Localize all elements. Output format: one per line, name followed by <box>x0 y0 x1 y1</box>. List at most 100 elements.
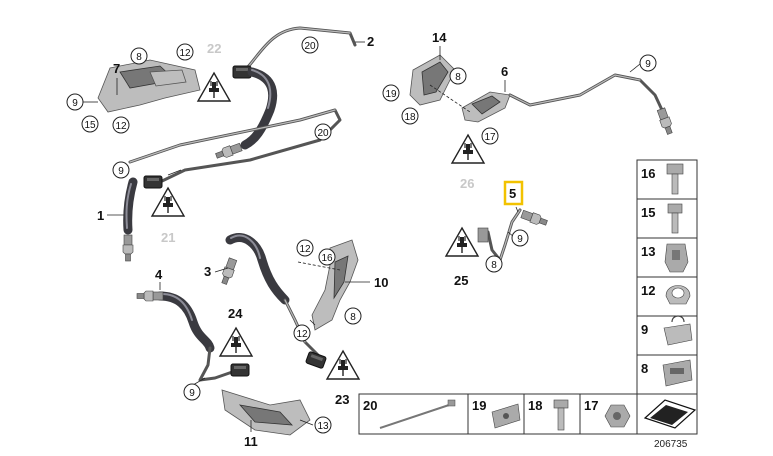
plug-warning-icon-21 <box>151 187 185 217</box>
bracket-7-clip <box>149 69 187 87</box>
table-label-13: 13 <box>641 244 655 259</box>
callout-12b: 12 <box>115 121 127 132</box>
callout-circle-20b <box>314 123 332 141</box>
part-label-5: 5 <box>509 186 516 201</box>
part-label-2: 2 <box>367 34 374 49</box>
callout-circle-8d <box>485 255 503 273</box>
sensor-part-1 <box>122 234 134 262</box>
screw-icon <box>553 399 569 431</box>
bottom-table: 20 19 18 17 <box>358 393 698 435</box>
bracket-10-shade <box>333 255 349 300</box>
sensor-part-5 <box>520 208 549 228</box>
table-label-12: 12 <box>641 283 655 298</box>
callout-8d: 8 <box>491 260 497 271</box>
highlight-box-5 <box>503 180 524 206</box>
diagram-number: 206735 <box>654 439 688 450</box>
part-label-25: 25 <box>454 273 468 288</box>
callout-circle-8 <box>130 47 148 65</box>
bracket-clip-icon <box>662 359 693 387</box>
callout-12: 12 <box>179 48 191 59</box>
callout-20b: 20 <box>317 128 329 139</box>
bottom-label-18: 18 <box>528 398 542 413</box>
fastener-table: 16 15 13 12 9 8 <box>636 159 698 395</box>
hose-part-4 <box>155 291 215 353</box>
hose-part-3 <box>225 233 290 305</box>
bottom-label-19: 19 <box>472 398 486 413</box>
callout-9e: 9 <box>189 388 195 399</box>
bottom-label-20: 20 <box>363 398 377 413</box>
part-label-4: 4 <box>155 267 163 282</box>
callout-20: 20 <box>304 41 316 52</box>
diagram-symbol-icon <box>636 393 698 435</box>
callout-circle-19 <box>382 84 400 102</box>
callout-circle-15 <box>81 115 99 133</box>
callout-9d: 9 <box>517 234 523 245</box>
cable-clip-icon <box>665 285 691 305</box>
part-label-21: 21 <box>161 230 175 245</box>
assembly-part-10 <box>297 239 359 331</box>
callout-circle-9e <box>183 383 201 401</box>
connector-part-3 <box>304 350 328 370</box>
connector-part-1 <box>143 175 163 189</box>
table-label-15: 15 <box>641 205 655 220</box>
callout-circle-12b <box>112 116 130 134</box>
assembly-upper-right <box>409 54 675 136</box>
callout-9b: 9 <box>118 166 124 177</box>
callout-15: 15 <box>84 120 96 131</box>
assembly-upper-left <box>97 26 357 262</box>
spring-nut-icon <box>491 403 521 429</box>
callout-circle-9b <box>112 161 130 179</box>
plug-warning-icon-23 <box>326 350 360 380</box>
part-label-24: 24 <box>228 306 243 321</box>
bracket-14-shade <box>421 61 449 96</box>
dashed-line-14 <box>429 84 471 113</box>
callout-circle-17 <box>481 127 499 145</box>
callout-circle-9 <box>66 93 84 111</box>
table-label-9: 9 <box>641 322 648 337</box>
part-label-23: 23 <box>335 392 349 407</box>
part-label-1: 1 <box>97 208 104 223</box>
callout-circle-9d <box>511 229 529 247</box>
callout-8e: 8 <box>350 312 356 323</box>
assembly-part-5 <box>477 208 549 262</box>
callout-circle-8e <box>344 307 362 325</box>
callout-circle-8c <box>449 67 467 85</box>
plug-warning-icon-24 <box>219 327 253 357</box>
callouts: 8 12 9 15 12 20 20 9 8 19 18 17 9 9 8 12 <box>66 36 657 434</box>
table-label-16: 16 <box>641 166 655 181</box>
callout-9: 9 <box>72 98 78 109</box>
part-label-3: 3 <box>204 264 211 279</box>
dashed-line-10 <box>297 261 341 271</box>
part-labels: 1 2 3 4 5 6 7 10 11 14 21 22 23 24 25 26 <box>97 30 524 449</box>
part-label-11: 11 <box>244 434 258 449</box>
callout-circle-18 <box>401 107 419 125</box>
part-label-26: 26 <box>460 176 474 191</box>
cable-tie-icon <box>379 399 456 429</box>
callout-19: 19 <box>385 89 397 100</box>
sensor-part-6 <box>655 107 675 136</box>
connector-part-4 <box>230 363 250 377</box>
callout-circle-13 <box>314 416 332 434</box>
callout-8c: 8 <box>455 72 461 83</box>
wire-to-part-2 <box>243 26 357 72</box>
sensor-part-3 <box>219 257 239 286</box>
callout-9c: 9 <box>645 59 651 70</box>
hex-nut-icon <box>604 404 631 428</box>
callout-circle-12c <box>296 239 314 257</box>
callout-circle-12 <box>176 43 194 61</box>
part-label-6: 6 <box>501 64 508 79</box>
callout-circle-16 <box>318 248 336 266</box>
callout-12d: 12 <box>296 329 308 340</box>
plug-warning-icon-22 <box>197 72 231 102</box>
bottom-label-17: 17 <box>584 398 598 413</box>
sensor-upper-left <box>214 141 243 161</box>
callout-circle-9c <box>639 54 657 72</box>
callout-circle-20 <box>301 36 319 54</box>
pipe-part-4 <box>198 346 240 382</box>
bolt-icon <box>667 203 683 234</box>
hex-bolt-icon <box>666 163 684 195</box>
table-label-8: 8 <box>641 361 648 376</box>
callout-circle-12d <box>293 324 311 342</box>
assembly-lower-left <box>136 233 328 436</box>
